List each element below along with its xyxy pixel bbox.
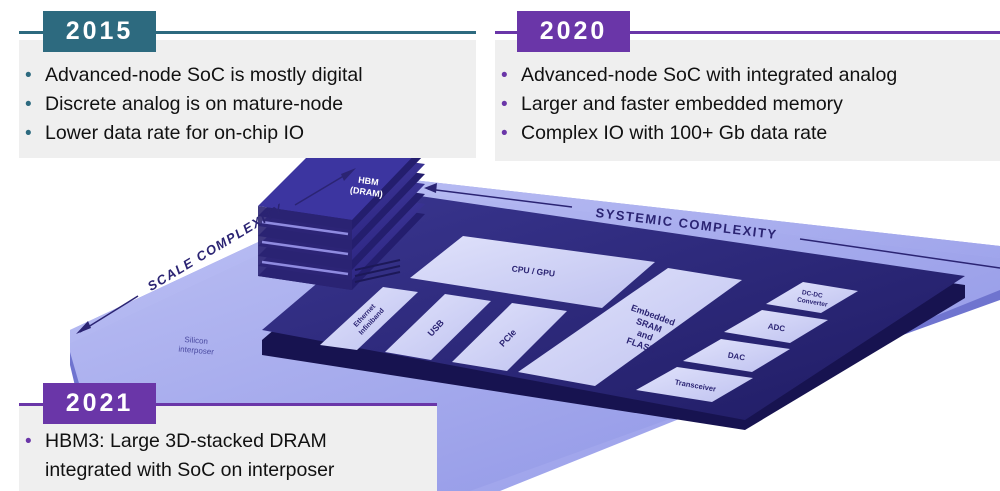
panel-2020-list: •Advanced-node SoC with integrated analo… (495, 61, 1000, 148)
cpu-gpu-block: CPU / GPU (410, 236, 655, 308)
list-item: •Larger and faster embedded memory (501, 93, 843, 115)
adc-block: ADC (724, 310, 828, 343)
year-2021-line (19, 403, 437, 406)
list-item: •HBM3: Large 3D-stacked DRAM integrated … (25, 430, 335, 481)
panel-2015 (19, 40, 476, 158)
pcie-block: PCIe (452, 303, 567, 371)
dac-block: DAC (683, 339, 790, 372)
year-2015-line (19, 31, 476, 34)
panel-2015-list: •Advanced-node SoC is mostly digital •Di… (19, 61, 476, 148)
interposer-label-line2: interposer (178, 344, 215, 356)
panel-2015-content: •Advanced-node SoC is mostly digital •Di… (19, 61, 476, 148)
embedded-memory-block: Embedded SRAM and FLASH (518, 268, 742, 386)
panel-2021-list: •HBM3: Large 3D-stacked DRAM integrated … (19, 427, 437, 485)
usb-block: USB (385, 294, 491, 360)
year-2021-badge: 2021 (43, 383, 156, 424)
year-2015-badge: 2015 (43, 11, 156, 52)
interposer-label-line1: Silicon (184, 335, 208, 346)
dcdc-label-line1: DC-DC (801, 289, 823, 300)
list-item: •Discrete analog is on mature-node (25, 93, 344, 115)
dcdc-converter-block: DC-DC Converter (766, 282, 858, 313)
hbm-label-line2: (DRAM) (349, 185, 383, 199)
list-item: •Lower data rate for on-chip IO (25, 122, 305, 144)
panel-2020-content: •Advanced-node SoC with integrated analo… (495, 61, 1000, 148)
list-item: •Advanced-node SoC is mostly digital (25, 64, 363, 86)
year-2020-line (495, 31, 1000, 34)
panel-2020 (495, 40, 1000, 161)
hbm-stack: HBM (DRAM) (258, 131, 425, 290)
list-item: •Complex IO with 100+ Gb data rate (501, 122, 828, 144)
hbm-label-line1: HBM (358, 175, 380, 188)
year-2020-badge: 2020 (517, 11, 630, 52)
ethernet-block: Ethernet Infiniband (320, 287, 418, 350)
dac-label: DAC (727, 351, 746, 363)
panel-2021-content: •HBM3: Large 3D-stacked DRAM integrated … (19, 427, 437, 485)
adc-label: ADC (767, 322, 786, 334)
list-item: •Advanced-node SoC with integrated analo… (501, 64, 898, 86)
transceiver-block: Transceiver (636, 367, 753, 402)
